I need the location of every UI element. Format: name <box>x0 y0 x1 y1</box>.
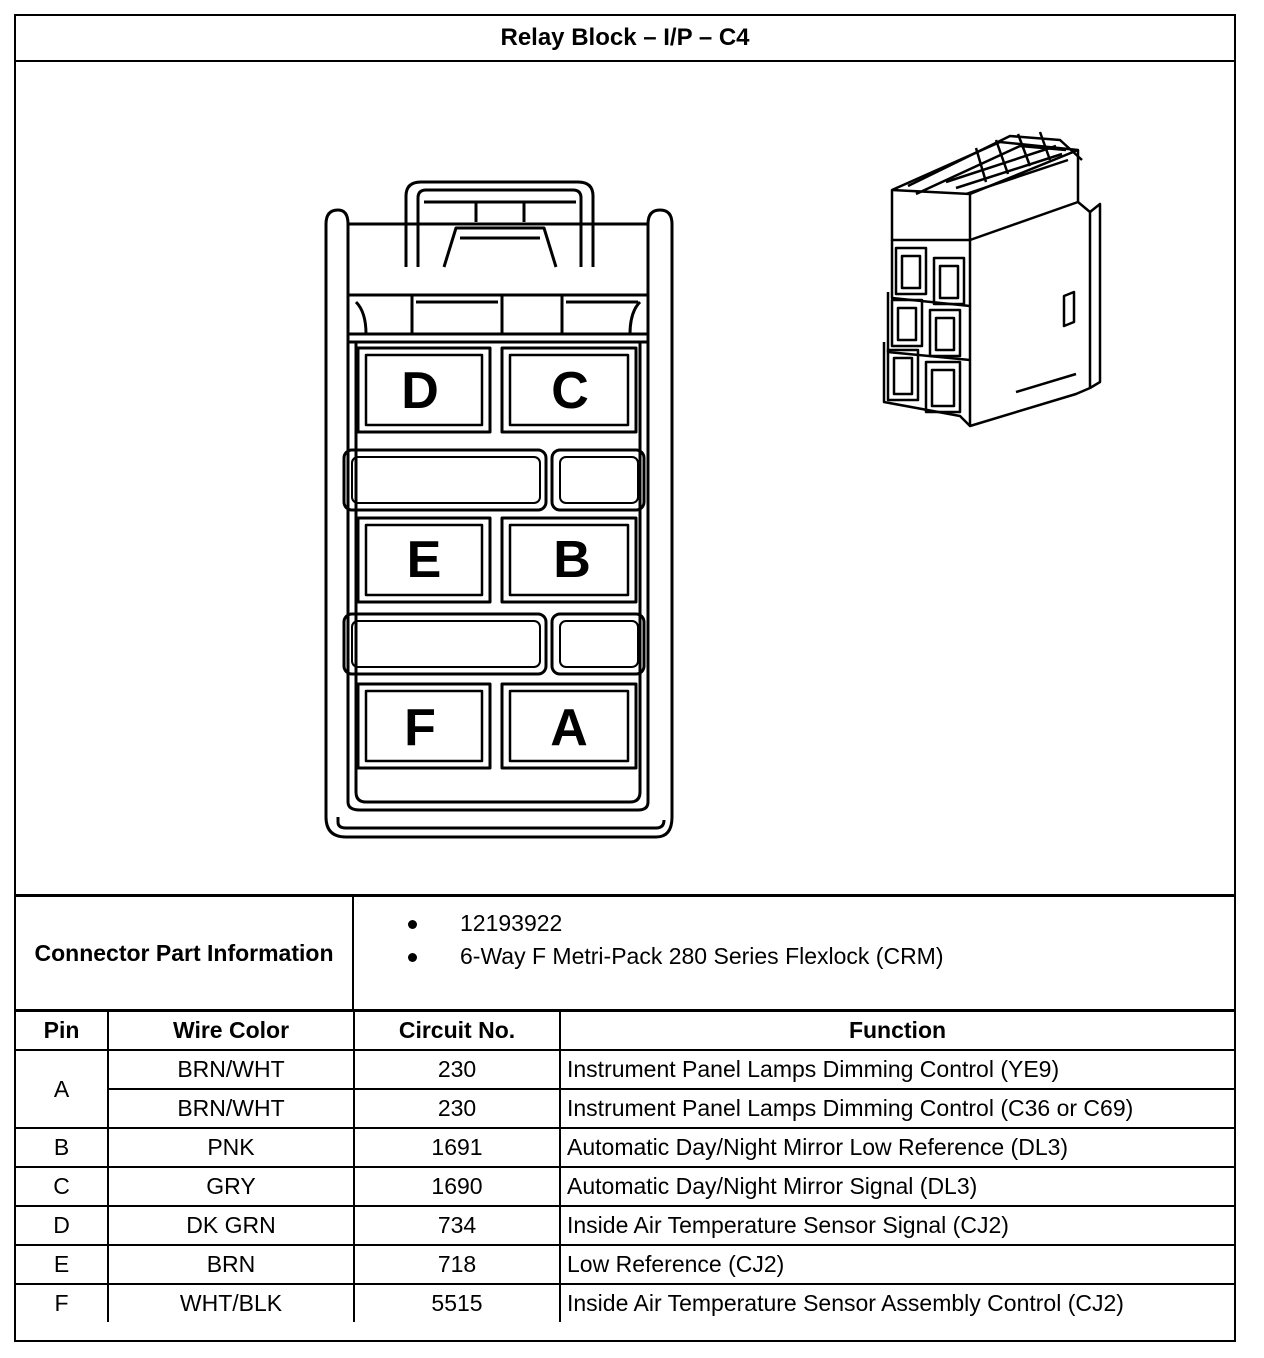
connector-part-info: Connector Part Information 12193922 6-Wa… <box>16 894 1234 1012</box>
function-cell: Instrument Panel Lamps Dimming Control (… <box>559 1088 1234 1129</box>
header-circuit-no: Circuit No. <box>353 1012 561 1051</box>
pin-table-header-row: Pin Wire Color Circuit No. Function <box>16 1012 1234 1051</box>
pin-cell: A <box>16 1049 109 1129</box>
function-cell: Automatic Day/Night Mirror Low Reference… <box>559 1127 1234 1168</box>
table-row: B PNK 1691 Automatic Day/Night Mirror Lo… <box>16 1127 1234 1168</box>
part-info-list: 12193922 6-Way F Metri-Pack 280 Series F… <box>354 897 1234 1009</box>
cavity-label-d: D <box>401 362 439 420</box>
pin-cell: D <box>16 1205 109 1246</box>
circuit-cell: 230 <box>353 1088 561 1129</box>
function-cell: Instrument Panel Lamps Dimming Control (… <box>559 1049 1234 1090</box>
table-row: E BRN 718 Low Reference (CJ2) <box>16 1244 1234 1285</box>
cavity-label-a: A <box>550 699 588 757</box>
cavity-label-e: E <box>407 531 442 589</box>
table-row: F WHT/BLK 5515 Inside Air Temperature Se… <box>16 1283 1234 1322</box>
wire-color-cell: BRN <box>107 1244 355 1285</box>
table-row: D DK GRN 734 Inside Air Temperature Sens… <box>16 1205 1234 1246</box>
function-cell: Inside Air Temperature Sensor Assembly C… <box>559 1283 1234 1322</box>
connector-drawing-area: D C E B F A <box>16 62 1234 896</box>
connector-drawings: D C E B F A <box>324 131 1102 839</box>
wire-color-cell: GRY <box>107 1166 355 1207</box>
part-info-item-description: 6-Way F Metri-Pack 280 Series Flexlock (… <box>408 940 1234 973</box>
part-info-item-part-number: 12193922 <box>408 907 1234 940</box>
wire-color-cell: BRN/WHT <box>107 1049 355 1090</box>
pin-cell: C <box>16 1166 109 1207</box>
cavity-label-f: F <box>404 699 436 757</box>
circuit-cell: 1691 <box>353 1127 561 1168</box>
circuit-cell: 1690 <box>353 1166 561 1207</box>
header-pin: Pin <box>16 1012 109 1051</box>
cavity-label-b: B <box>553 531 591 589</box>
wire-color-cell: WHT/BLK <box>107 1283 355 1322</box>
wire-color-cell: BRN/WHT <box>107 1088 355 1129</box>
connector-face-outline <box>324 180 674 839</box>
wire-color-cell: PNK <box>107 1127 355 1168</box>
pin-table: Pin Wire Color Circuit No. Function A BR… <box>16 1012 1234 1322</box>
circuit-cell: 5515 <box>353 1283 561 1322</box>
circuit-cell: 718 <box>353 1244 561 1285</box>
pin-cell: E <box>16 1244 109 1285</box>
pin-cell: F <box>16 1283 109 1322</box>
header-wire-color: Wire Color <box>107 1012 355 1051</box>
table-row: BRN/WHT 230 Instrument Panel Lamps Dimmi… <box>16 1088 1234 1129</box>
function-cell: Low Reference (CJ2) <box>559 1244 1234 1285</box>
table-row: A BRN/WHT 230 Instrument Panel Lamps Dim… <box>16 1049 1234 1129</box>
header-function: Function <box>559 1012 1234 1051</box>
part-info-label: Connector Part Information <box>16 897 354 1009</box>
pin-cell: B <box>16 1127 109 1168</box>
connector-sheet: Relay Block – I/P – C4 <box>14 14 1236 1342</box>
cavity-label-c: C <box>551 362 589 420</box>
circuit-cell: 734 <box>353 1205 561 1246</box>
page-title: Relay Block – I/P – C4 <box>16 16 1234 62</box>
function-cell: Inside Air Temperature Sensor Signal (CJ… <box>559 1205 1234 1246</box>
table-row: C GRY 1690 Automatic Day/Night Mirror Si… <box>16 1166 1234 1207</box>
wire-color-cell: DK GRN <box>107 1205 355 1246</box>
function-cell: Automatic Day/Night Mirror Signal (DL3) <box>559 1166 1234 1207</box>
connector-iso-view <box>882 131 1102 428</box>
circuit-cell: 230 <box>353 1049 561 1090</box>
